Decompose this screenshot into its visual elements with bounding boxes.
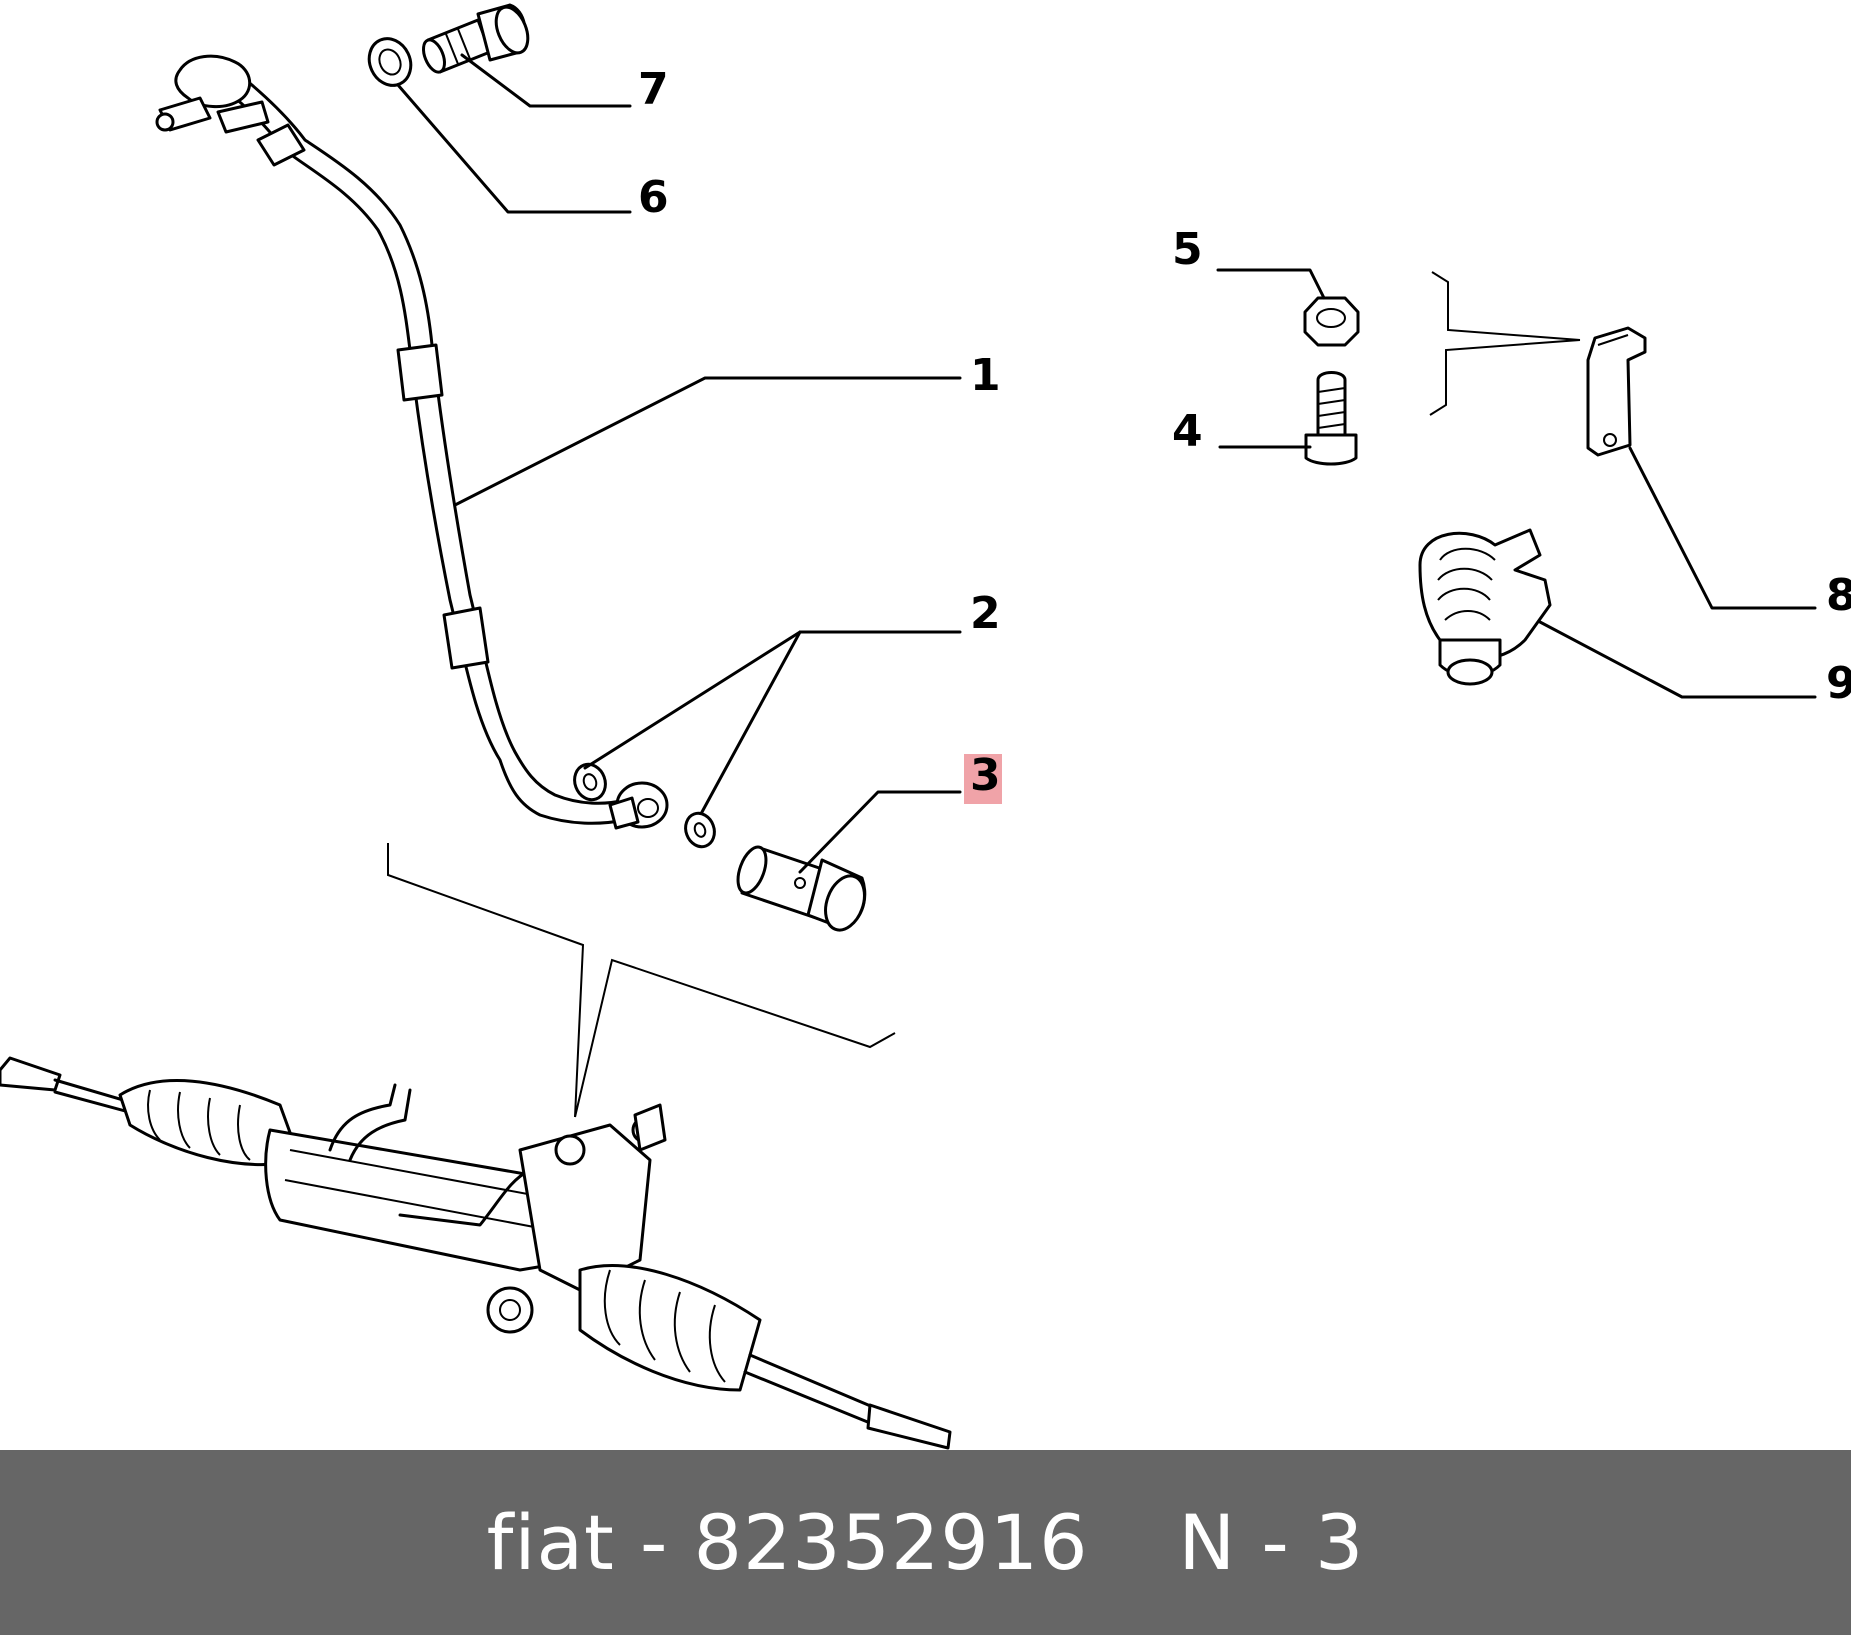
callout-4: 4 (1172, 406, 1203, 457)
leader-lines (396, 53, 1817, 874)
washer-part-2 (573, 762, 716, 849)
leader-9 (1538, 620, 1817, 699)
nut-part-5 (1303, 296, 1360, 347)
brand-part-number: fiat - 82352916 (486, 1498, 1089, 1587)
leader-1 (453, 376, 962, 507)
leader-6 (396, 83, 632, 214)
callout-labels: 1 2 3 4 5 6 7 8 9 (638, 64, 1851, 804)
leader-3 (798, 790, 962, 874)
stud-part-4 (1304, 371, 1358, 466)
pressure-hose-part-1 (155, 54, 669, 830)
leader-5 (1216, 268, 1326, 300)
clamp-part-9 (1418, 528, 1552, 686)
diagram-canvas: 1 2 3 4 5 6 7 8 9 (0, 3, 1851, 1450)
washer-part-6 (367, 37, 413, 87)
banjo-bolt-part-3 (736, 845, 867, 932)
parts-diagram: 1 2 3 4 5 6 7 8 9 (0, 3, 1851, 1450)
leader-2b (700, 630, 802, 814)
callout-6: 6 (638, 172, 669, 223)
bracket-part-8 (1586, 326, 1647, 457)
assembly-bracket-4-5-8 (1429, 271, 1581, 416)
callout-3: 3 (970, 750, 1001, 801)
callout-9: 9 (1826, 658, 1851, 709)
callout-7: 7 (638, 64, 669, 115)
callout-2: 2 (970, 588, 1001, 639)
assembly-bracket-rack (387, 843, 896, 1118)
callout-1: 1 (970, 350, 1001, 401)
callout-3-highlight (964, 754, 1002, 804)
footer-bar: fiat - 82352916 N - 3 (0, 1450, 1851, 1635)
callout-8: 8 (1826, 570, 1851, 621)
leader-8 (1628, 446, 1817, 610)
leader-7 (460, 53, 632, 108)
bolt-part-7 (422, 3, 530, 74)
steering-rack-assembly (0, 1056, 952, 1450)
leader-2a (583, 630, 962, 770)
callout-5: 5 (1172, 224, 1203, 275)
diagram-position: N - 3 (1178, 1498, 1365, 1587)
